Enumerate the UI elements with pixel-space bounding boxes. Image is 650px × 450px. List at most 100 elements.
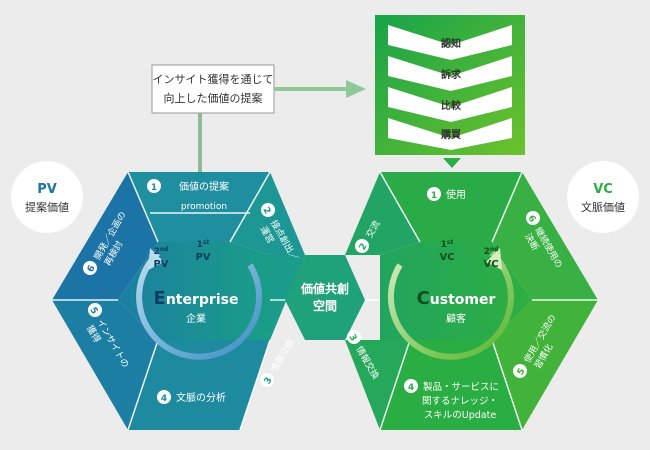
vc1-label: 1st bbox=[441, 239, 454, 250]
callout-box bbox=[151, 64, 275, 114]
funnel-chevron-3 bbox=[388, 87, 512, 122]
vc1-num: 1 bbox=[441, 240, 447, 250]
funnel-chevron-2 bbox=[388, 56, 512, 91]
customer-arrowhead-icon bbox=[486, 248, 502, 270]
funnel-item-1: 認知 bbox=[441, 37, 461, 50]
pv1-num: 1 bbox=[197, 240, 203, 250]
c-seg4-line2: 関するナレッジ・ bbox=[422, 396, 498, 407]
e-seg1-shape bbox=[128, 172, 270, 242]
c-num2-circle bbox=[355, 239, 369, 253]
customer-name: Customer bbox=[417, 288, 496, 309]
e-seg5-num: 5 bbox=[87, 306, 99, 316]
c-seg3-shape bbox=[345, 340, 410, 430]
enterprise-jp: 企業 bbox=[186, 312, 206, 325]
vc-badge-title: VC bbox=[593, 182, 613, 197]
c-seg1-num: 1 bbox=[431, 191, 437, 201]
vc2-num: 2 bbox=[484, 247, 490, 257]
center-line2: 空間 bbox=[313, 298, 337, 313]
e-seg1-label: 価値の提案 bbox=[179, 180, 229, 193]
vc-badge-subtitle: 文脈価値 bbox=[581, 200, 625, 214]
callout-line2: 向上した価値の提案 bbox=[164, 91, 263, 105]
vc-badge-circle bbox=[567, 161, 639, 233]
number-circles bbox=[83, 179, 540, 404]
c-seg3-num: 3 bbox=[346, 333, 358, 343]
e-num2-circle bbox=[261, 203, 275, 217]
pv2-label: 2nd bbox=[154, 246, 169, 257]
pv-badge-subtitle: 提案価値 bbox=[25, 200, 69, 214]
vc2-text: VC bbox=[483, 259, 498, 270]
c-num3-circle bbox=[347, 330, 361, 344]
e-num1-circle bbox=[147, 179, 161, 193]
e-seg1-sub: promotion bbox=[181, 202, 227, 212]
e-seg6-shape bbox=[52, 172, 158, 300]
e-num5-circle bbox=[88, 303, 102, 317]
c-seg6-num: 6 bbox=[525, 214, 537, 224]
e-num3-circle bbox=[260, 373, 274, 387]
e-num4-circle bbox=[157, 390, 171, 404]
e-num6-circle bbox=[83, 261, 97, 275]
c-seg4-shape bbox=[380, 340, 522, 430]
funnel-chevron-4 bbox=[388, 118, 512, 150]
vc1-sup: st bbox=[447, 239, 454, 246]
e-inner-hex bbox=[118, 242, 270, 340]
enterprise-hexagon bbox=[52, 171, 305, 431]
vc2-label: 2nd bbox=[484, 246, 499, 257]
funnel-item-3: 比較 bbox=[441, 99, 462, 112]
callout-group bbox=[151, 64, 366, 172]
pv-badge-circle bbox=[11, 161, 83, 233]
enterprise-cycle-arrow bbox=[136, 250, 263, 360]
pv1-sup: st bbox=[203, 239, 210, 246]
vc2-sup: nd bbox=[490, 246, 499, 253]
funnel-item-4: 購買 bbox=[440, 128, 461, 141]
c-num6-circle bbox=[526, 211, 540, 225]
center-line1: 価値共創 bbox=[300, 281, 349, 296]
customer-name-rest: ustomer bbox=[430, 292, 496, 308]
e-seg1-num: 1 bbox=[151, 183, 157, 193]
c-inner-hex bbox=[380, 242, 532, 340]
pv2-text: PV bbox=[153, 259, 168, 270]
enterprise-name-rest: nterprise bbox=[166, 292, 239, 308]
pv-badge-title: PV bbox=[37, 182, 57, 197]
funnel-item-2: 訴求 bbox=[441, 68, 462, 81]
pv1-label: 1st bbox=[197, 239, 210, 250]
enterprise-initial: E bbox=[154, 288, 166, 309]
c-seg6-shape bbox=[492, 172, 598, 300]
e-seg2-num: 2 bbox=[260, 206, 272, 216]
c-num4-circle bbox=[404, 379, 418, 393]
c-seg1-shape bbox=[380, 172, 522, 242]
customer-initial: C bbox=[417, 288, 430, 309]
c-seg5-shape bbox=[492, 300, 598, 430]
e-seg5-shape bbox=[52, 300, 158, 430]
c-seg1-label: 使用 bbox=[446, 188, 466, 201]
customer-hexagon bbox=[345, 171, 598, 431]
enterprise-arrowhead-icon bbox=[148, 248, 164, 270]
funnel-chevron-1 bbox=[388, 25, 512, 60]
funnel-box bbox=[375, 15, 525, 168]
c-seg4-line3: スキルのUpdate bbox=[424, 410, 497, 421]
customer-jp: 顧客 bbox=[446, 312, 466, 325]
callout-arrow-icon bbox=[346, 80, 366, 98]
c-seg5-num: 5 bbox=[516, 367, 528, 377]
vc1-text: VC bbox=[439, 252, 454, 263]
e-seg6-num: 6 bbox=[86, 264, 98, 274]
c-seg2-num: 2 bbox=[358, 242, 370, 252]
funnel-down-arrow-icon bbox=[443, 158, 461, 168]
pv1-text: PV bbox=[195, 252, 210, 263]
enterprise-name: Enterprise bbox=[154, 288, 239, 309]
cocreation-core bbox=[285, 255, 365, 340]
e-seg3-label: 情報交換 bbox=[268, 337, 296, 374]
customer-cycle-arrow bbox=[387, 250, 514, 360]
c-seg4-line1: 製品・サービスに bbox=[423, 381, 499, 393]
c-num1-circle bbox=[427, 187, 441, 201]
c-seg4-num: 4 bbox=[408, 383, 414, 393]
callout-line1: インサイト獲得を通じて bbox=[153, 73, 274, 86]
e-seg4-num: 4 bbox=[161, 394, 167, 404]
pv2-sup: nd bbox=[160, 246, 169, 253]
e-seg4-label: 文脈の分析 bbox=[176, 391, 226, 404]
e-seg4-shape bbox=[128, 340, 270, 430]
c-seg2-shape bbox=[345, 172, 420, 255]
e-seg3-num: 3 bbox=[263, 376, 275, 386]
pv2-num: 2 bbox=[154, 247, 160, 257]
